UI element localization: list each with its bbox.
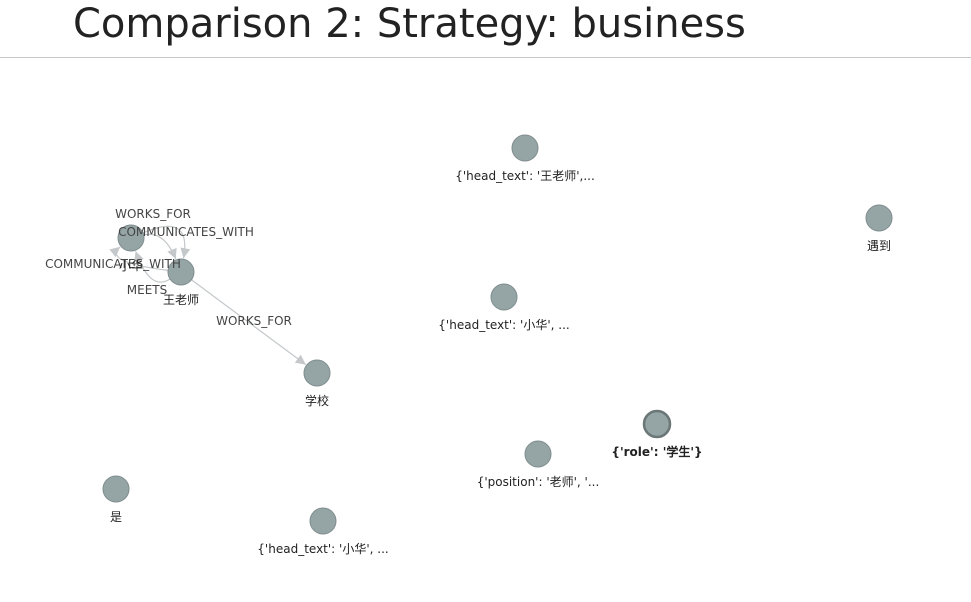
graph-node[interactable] (642, 409, 672, 439)
edge-label: WORKS_FOR (115, 207, 191, 221)
graph-node[interactable] (490, 283, 518, 311)
edge-e4 (134, 251, 171, 283)
graph-node[interactable] (511, 134, 539, 162)
node-label: {'head_text': '小华', ... (438, 318, 569, 332)
node-label: 遇到 (867, 239, 891, 253)
graph-node[interactable] (102, 475, 130, 503)
graph-node[interactable] (117, 224, 145, 252)
node-label: 王老师 (163, 293, 199, 307)
edge-e5 (191, 279, 307, 366)
edge-label: WORKS_FOR (216, 314, 292, 328)
graph-node[interactable] (167, 258, 195, 286)
graph-node[interactable] (524, 440, 552, 468)
edge-label: COMMUNICATES_WITH (45, 257, 181, 271)
edge-layer (109, 225, 307, 366)
edge-label: MEETS (127, 283, 167, 297)
graph-node[interactable] (309, 507, 337, 535)
edge-e1 (142, 225, 191, 259)
node-label: {'head_text': '小华', ... (257, 542, 388, 556)
node-label: {'head_text': '王老师',... (455, 169, 595, 183)
label-layer: WORKS_FOR COMMUNICATES_WITH COMMUNICATES_W… (45, 169, 891, 556)
edge-label: COMMUNICATES_WITH (118, 225, 254, 239)
node-layer (102, 134, 893, 535)
edge-e3 (109, 246, 169, 271)
node-label: 小华 (119, 259, 143, 273)
node-label: {'role': '学生'} (611, 444, 702, 459)
node-label: 学校 (305, 393, 329, 408)
node-label: {'position': '老师', '... (477, 475, 600, 489)
title-divider (0, 57, 971, 58)
edge-e2 (143, 233, 177, 260)
page-title: Comparison 2: Strategy: business (73, 1, 746, 47)
node-label: 是 (110, 510, 122, 524)
graph-node[interactable] (865, 204, 893, 232)
graph-node[interactable] (303, 359, 331, 387)
